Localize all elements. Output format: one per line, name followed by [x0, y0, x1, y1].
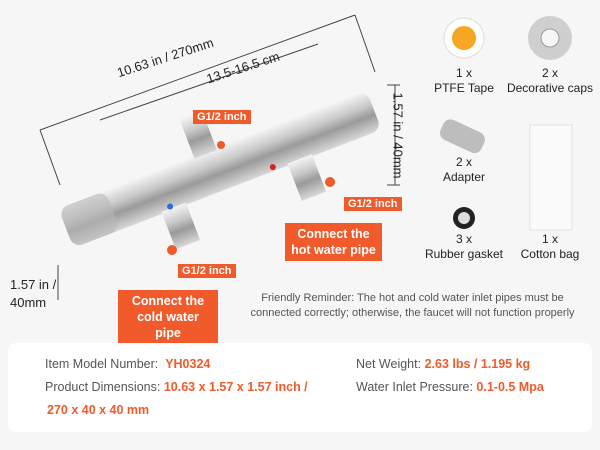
spec-dimensions-metric: 270 x 40 x 40 mm [47, 403, 150, 417]
spec-weight: Net Weight: 2.63 lbs / 1.195 kg [356, 357, 531, 371]
thread-label-right: G1/2 inch [344, 197, 402, 211]
spec-dimensions: Product Dimensions: 10.63 x 1.57 x 1.57 … [45, 380, 308, 394]
dimension-lines [39, 14, 400, 300]
faucet-illustration [39, 14, 573, 300]
height-dimension-left: 1.57 in / 40mm [10, 277, 57, 310]
thread-label-top: G1/2 inch [193, 110, 251, 124]
spec-pressure: Water Inlet Pressure: 0.1-0.5 Mpa [356, 380, 544, 394]
friendly-reminder: Friendly Reminder: The hot and cold wate… [250, 292, 575, 319]
spec-panel [8, 343, 592, 432]
cold-water-label: Connect the cold water pipe [118, 290, 218, 344]
faucet-body [61, 93, 379, 250]
thread-label-left: G1/2 inch [178, 264, 236, 278]
accessory-images [440, 16, 573, 231]
height-dimension-right: 1.57 in / 40mm [390, 92, 406, 179]
hot-water-label: Connect the hot water pipe [285, 223, 382, 261]
spec-model: Item Model Number: YH0324 [45, 357, 211, 371]
